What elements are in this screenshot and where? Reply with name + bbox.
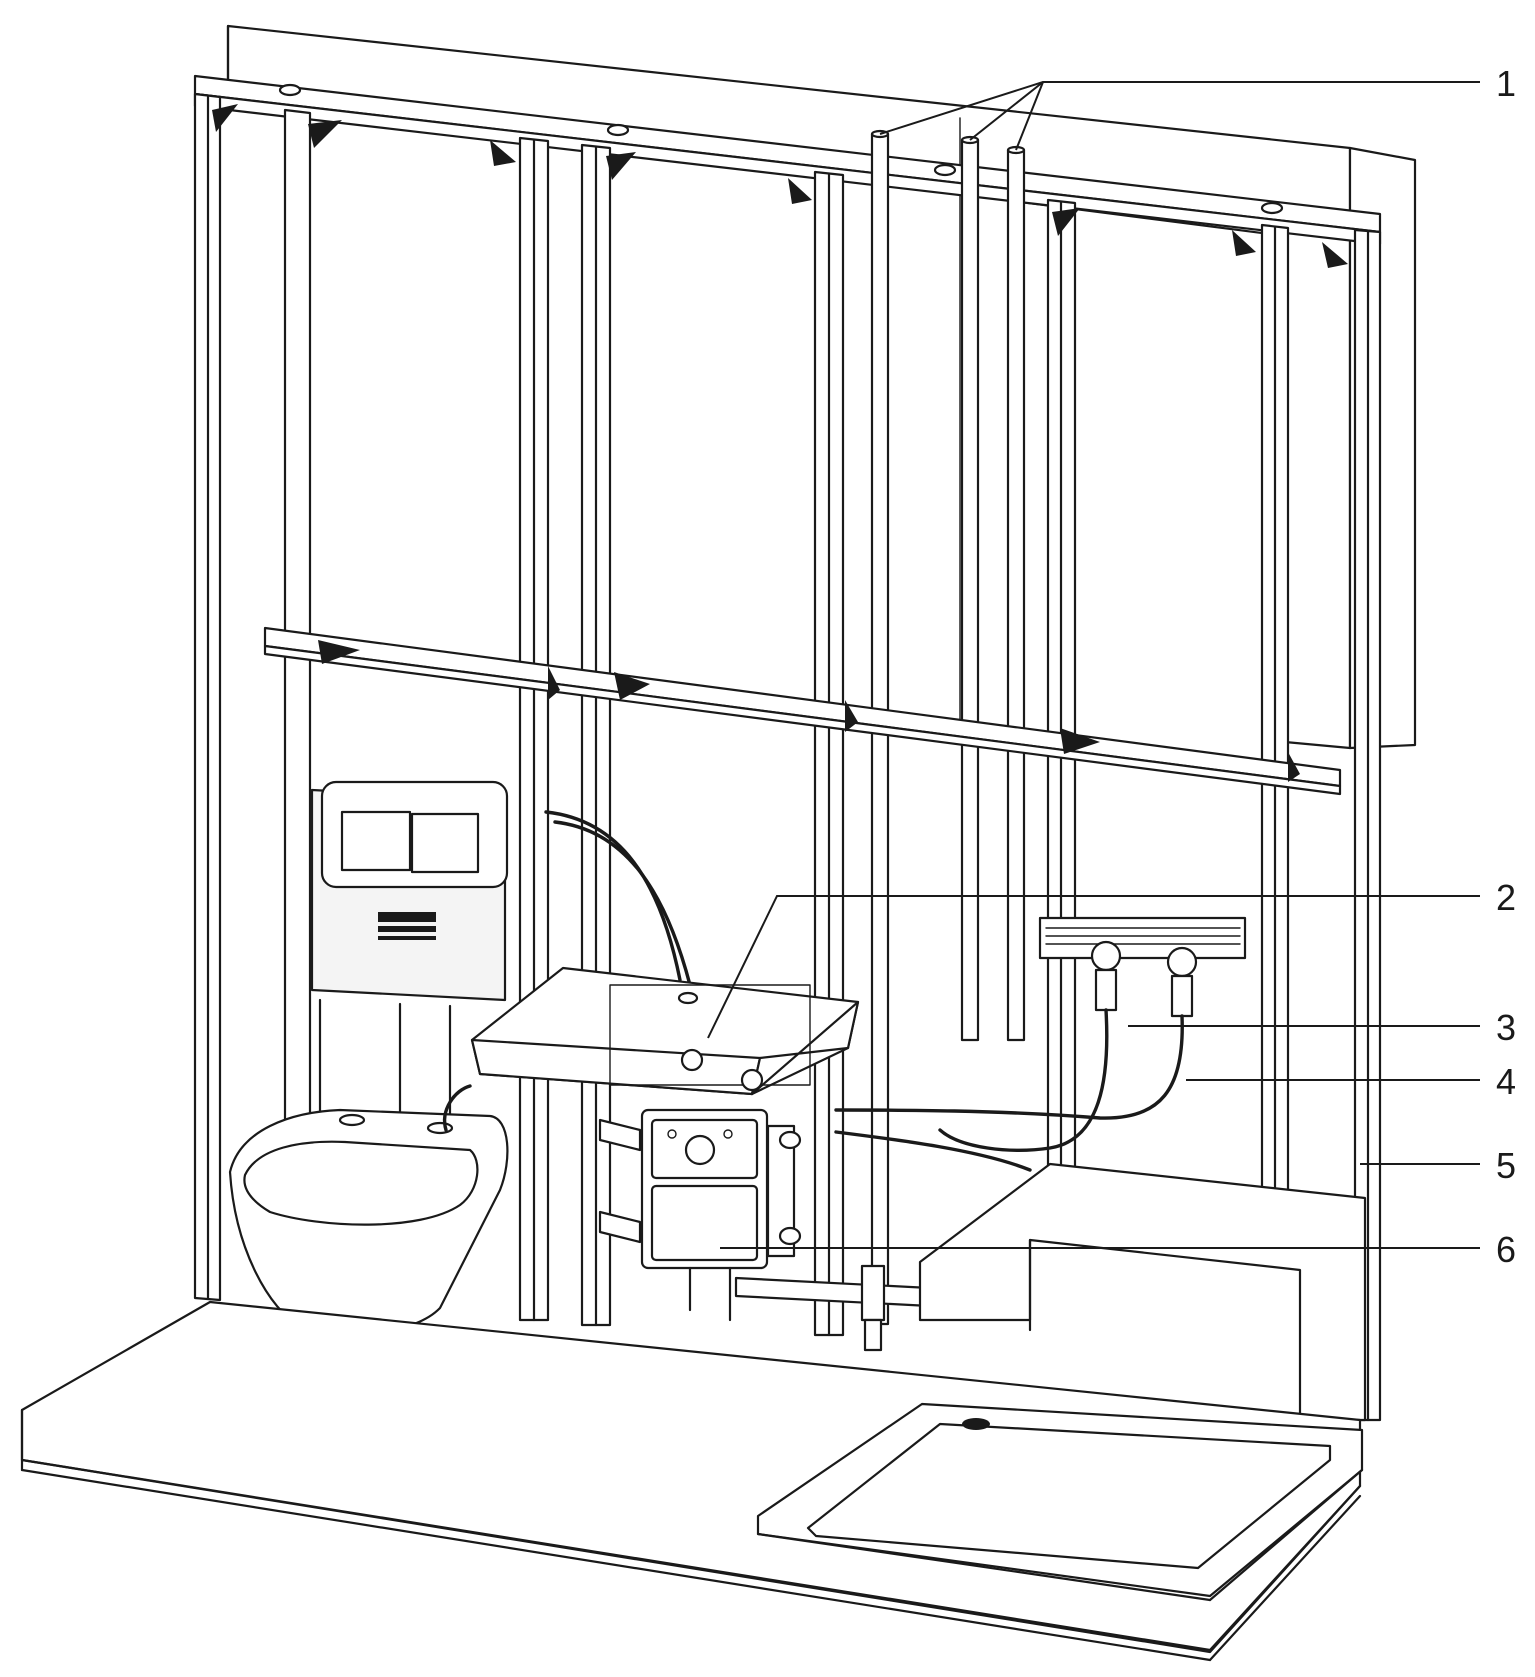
callout-6: 6: [1496, 1229, 1516, 1270]
water-supply-elbows: [1038, 916, 1247, 1018]
callout-5: 5: [1496, 1145, 1516, 1186]
wall-hung-toilet: [228, 1084, 509, 1335]
callout-labels: 1 2 3 4 5 6: [1496, 63, 1516, 1270]
callout-1: 1: [1496, 63, 1516, 104]
drain-pipe: [734, 1264, 932, 1352]
shower-panels: [918, 1162, 1367, 1422]
callout-3: 3: [1496, 1007, 1516, 1048]
metal-frame: [193, 74, 1382, 1422]
leader-lines: [707, 81, 1480, 1249]
callout-4: 4: [1496, 1061, 1516, 1102]
hoses: [834, 1008, 1184, 1172]
callout-2: 2: [1496, 877, 1516, 918]
shower-tray: [756, 1402, 1364, 1602]
washbasin: [470, 966, 860, 1096]
concealed-box: [598, 1108, 802, 1322]
wc-cistern-frame: [310, 780, 509, 1182]
